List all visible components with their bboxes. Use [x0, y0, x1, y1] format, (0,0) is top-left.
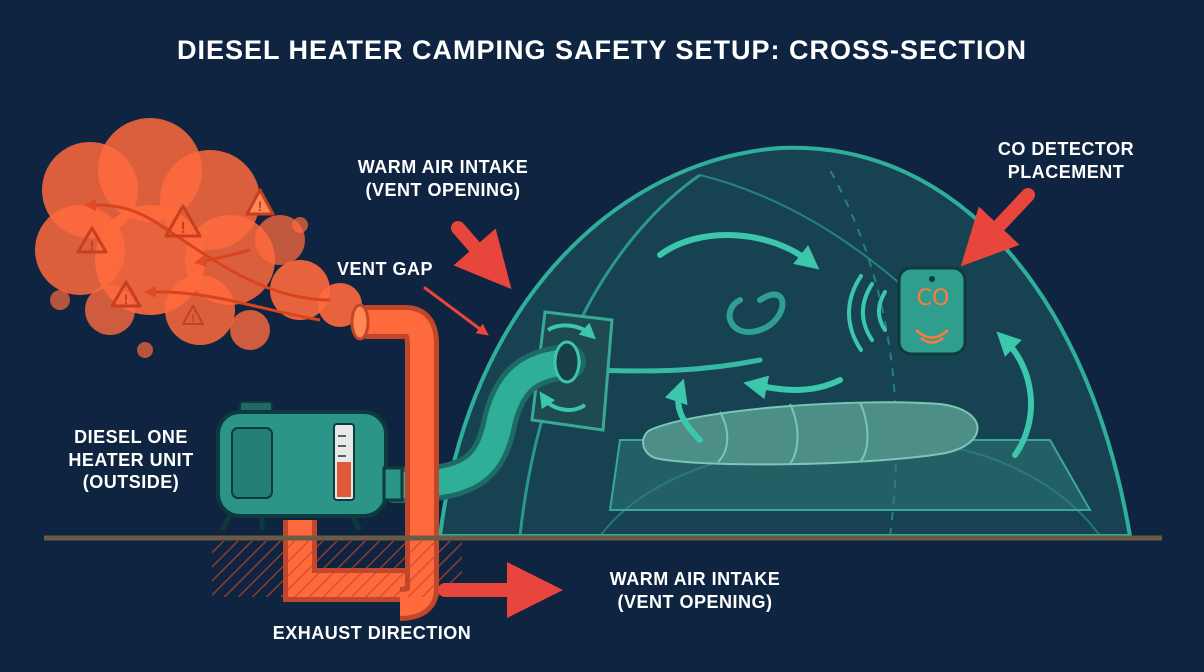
svg-text:!: ! — [191, 313, 195, 325]
warning-icon: ! — [164, 204, 202, 238]
svg-text:!: ! — [90, 237, 95, 253]
label-exhaust-direction: EXHAUST DIRECTION — [272, 623, 472, 643]
exhaust-cloud — [35, 118, 362, 358]
heater-unit — [216, 401, 404, 532]
warning-icon: ! — [110, 280, 142, 308]
warning-icon: ! — [245, 188, 275, 216]
svg-text:!: ! — [180, 220, 185, 237]
label-heater-unit: DIESEL ONE HEATER UNIT (OUTSIDE) — [68, 427, 194, 492]
svg-text:!: ! — [124, 291, 129, 307]
label-warm-air-intake-bottom: WARM AIR INTAKE (VENT OPENING) — [609, 569, 781, 612]
svg-text:!: ! — [258, 198, 263, 214]
page-title: DIESEL HEATER CAMPING SAFETY SETUP: CROS… — [176, 35, 1028, 65]
air-circulation — [587, 232, 1034, 458]
label-warm-air-intake-top: WARM AIR INTAKE (VENT OPENING) — [357, 157, 529, 200]
ground — [44, 535, 1162, 597]
label-vent-gap: VENT GAP — [336, 259, 433, 279]
label-co-detector: CO DETECTOR PLACEMENT — [997, 139, 1135, 182]
pointer-arrows — [423, 188, 1035, 618]
sleeping-bag — [642, 401, 979, 466]
co-detector-text: CO — [916, 286, 950, 311]
warning-icon: ! — [76, 226, 108, 254]
warm-air-duct — [377, 340, 586, 503]
co-detector-icon — [847, 266, 967, 356]
warning-icon: ! — [182, 305, 204, 325]
